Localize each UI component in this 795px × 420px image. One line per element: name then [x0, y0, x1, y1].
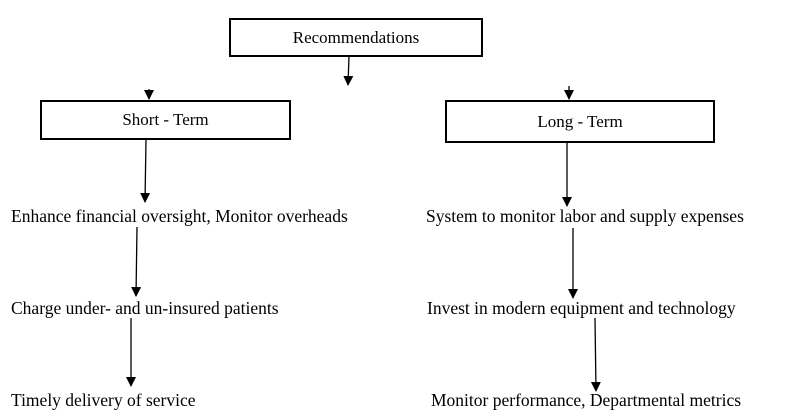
arrow-root-down — [343, 55, 354, 86]
long-term-item-2: Invest in modern equipment and technolog… — [427, 298, 736, 318]
short-term-label: Short - Term — [122, 110, 209, 129]
recommendations-box: Recommendations — [229, 18, 483, 57]
arrow-short-term-to-item-1 — [140, 138, 151, 203]
short-term-item-3: Timely delivery of service — [11, 390, 196, 410]
long-term-box: Long - Term — [445, 100, 715, 143]
recommendations-label: Recommendations — [292, 27, 420, 47]
short-term-item-1: Enhance financial oversight, Monitor ove… — [11, 206, 348, 226]
long-term-item-3: Monitor performance, Departmental metric… — [431, 390, 742, 410]
short-term-item-2: Charge under- and un-insured patients — [11, 298, 279, 318]
arrow-short-item-1-to-item-2 — [131, 226, 142, 297]
long-term-label: Long - Term — [537, 111, 623, 131]
short-term-box: Short - Term — [40, 100, 291, 140]
long-term-item-1: System to monitor labor and supply expen… — [426, 206, 744, 226]
arrow-long-item-2-to-item-3 — [590, 317, 601, 392]
